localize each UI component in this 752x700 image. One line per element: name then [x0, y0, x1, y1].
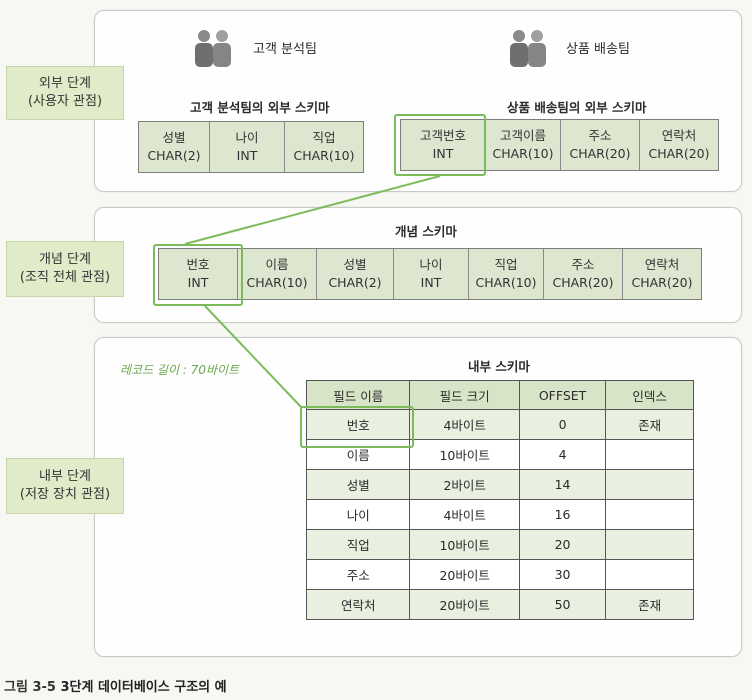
cell-index: [605, 529, 694, 560]
conceptual-level-title: 개념 단계: [39, 252, 91, 267]
users-icon: [195, 30, 231, 67]
cell-offset: 14: [518, 469, 607, 500]
team-name-customer-analysis: 고객 분석팀: [253, 42, 317, 57]
conceptual-schema-title: 개념 스키마: [395, 224, 457, 239]
cell-offset: 4: [518, 439, 607, 470]
table-row: 이름 10바이트 4: [305, 439, 694, 470]
table-row: 나이 4바이트 16: [305, 499, 694, 530]
table-row: 직업 10바이트 20: [305, 529, 694, 560]
internal-schema-table: 필드 이름 필드 크기 OFFSET 인덱스 번호 4바이트 0 존재 이름 1…: [305, 380, 694, 620]
cell-index: 존재: [605, 589, 694, 620]
cell-offset: 50: [518, 589, 607, 620]
highlight-number-internal: [300, 406, 414, 448]
cell-field-name: 나이: [305, 499, 411, 530]
header-offset: OFFSET: [518, 380, 607, 410]
figure-number: 그림 3-5: [4, 680, 56, 695]
header-index: 인덱스: [605, 380, 694, 410]
cell-field-name: 이름: [305, 439, 411, 470]
internal-level-subtitle: (저장 장치 관점): [19, 487, 111, 502]
external-schema-title-delivery: 상품 배송팀의 외부 스키마: [507, 100, 647, 115]
highlight-customer-number: [394, 114, 486, 176]
cell-field-size: 20바이트: [409, 559, 520, 590]
table-row: 성별 2바이트 14: [305, 469, 694, 500]
highlight-number-conceptual: [153, 244, 243, 306]
table-row: 주소 20바이트 30: [305, 559, 694, 590]
external-level-title: 외부 단계: [39, 76, 91, 91]
cell-field-size: 10바이트: [409, 439, 520, 470]
table-row: 번호 4바이트 0 존재: [305, 409, 694, 440]
cell-offset: 30: [518, 559, 607, 590]
internal-level-title: 내부 단계: [39, 469, 91, 484]
cell-field-name: 연락처: [305, 589, 411, 620]
cell-index: [605, 499, 694, 530]
cell-offset: 0: [518, 409, 607, 440]
cell-index: 존재: [605, 409, 694, 440]
cell-index: [605, 439, 694, 470]
internal-level-label: 내부 단계 (저장 장치 관점): [6, 458, 124, 514]
cell-field-size: 10바이트: [409, 529, 520, 560]
cell-field-name: 주소: [305, 559, 411, 590]
conceptual-level-subtitle: (조직 전체 관점): [19, 270, 111, 285]
internal-schema-title: 내부 스키마: [468, 359, 530, 374]
cell-field-name: 번호: [305, 409, 411, 440]
team-name-delivery: 상품 배송팀: [566, 42, 630, 57]
cell-field-name: 성별: [305, 469, 411, 500]
figure-caption: 그림 3-5 3단계 데이터베이스 구조의 예: [4, 676, 227, 695]
cell-index: [605, 559, 694, 590]
figure-title: 3단계 데이터베이스 구조의 예: [60, 680, 227, 695]
conceptual-level-label: 개념 단계 (조직 전체 관점): [6, 241, 124, 297]
cell-field-size: 4바이트: [409, 409, 520, 440]
cell-field-size: 20바이트: [409, 589, 520, 620]
table-row: 연락처 20바이트 50 존재: [305, 589, 694, 620]
header-field-size: 필드 크기: [409, 380, 520, 410]
cell-field-size: 4바이트: [409, 499, 520, 530]
cell-index: [605, 469, 694, 500]
users-icon: [510, 30, 546, 67]
external-schema-title-customer: 고객 분석팀의 외부 스키마: [190, 100, 330, 115]
external-level-label: 외부 단계 (사용자 관점): [6, 66, 124, 120]
header-field-name: 필드 이름: [305, 380, 411, 410]
record-length-note: 레코드 길이 : 70바이트: [120, 363, 240, 377]
cell-field-name: 직업: [305, 529, 411, 560]
cell-offset: 16: [518, 499, 607, 530]
cell-field-size: 2바이트: [409, 469, 520, 500]
external-level-subtitle: (사용자 관점): [27, 94, 103, 109]
cell-offset: 20: [518, 529, 607, 560]
